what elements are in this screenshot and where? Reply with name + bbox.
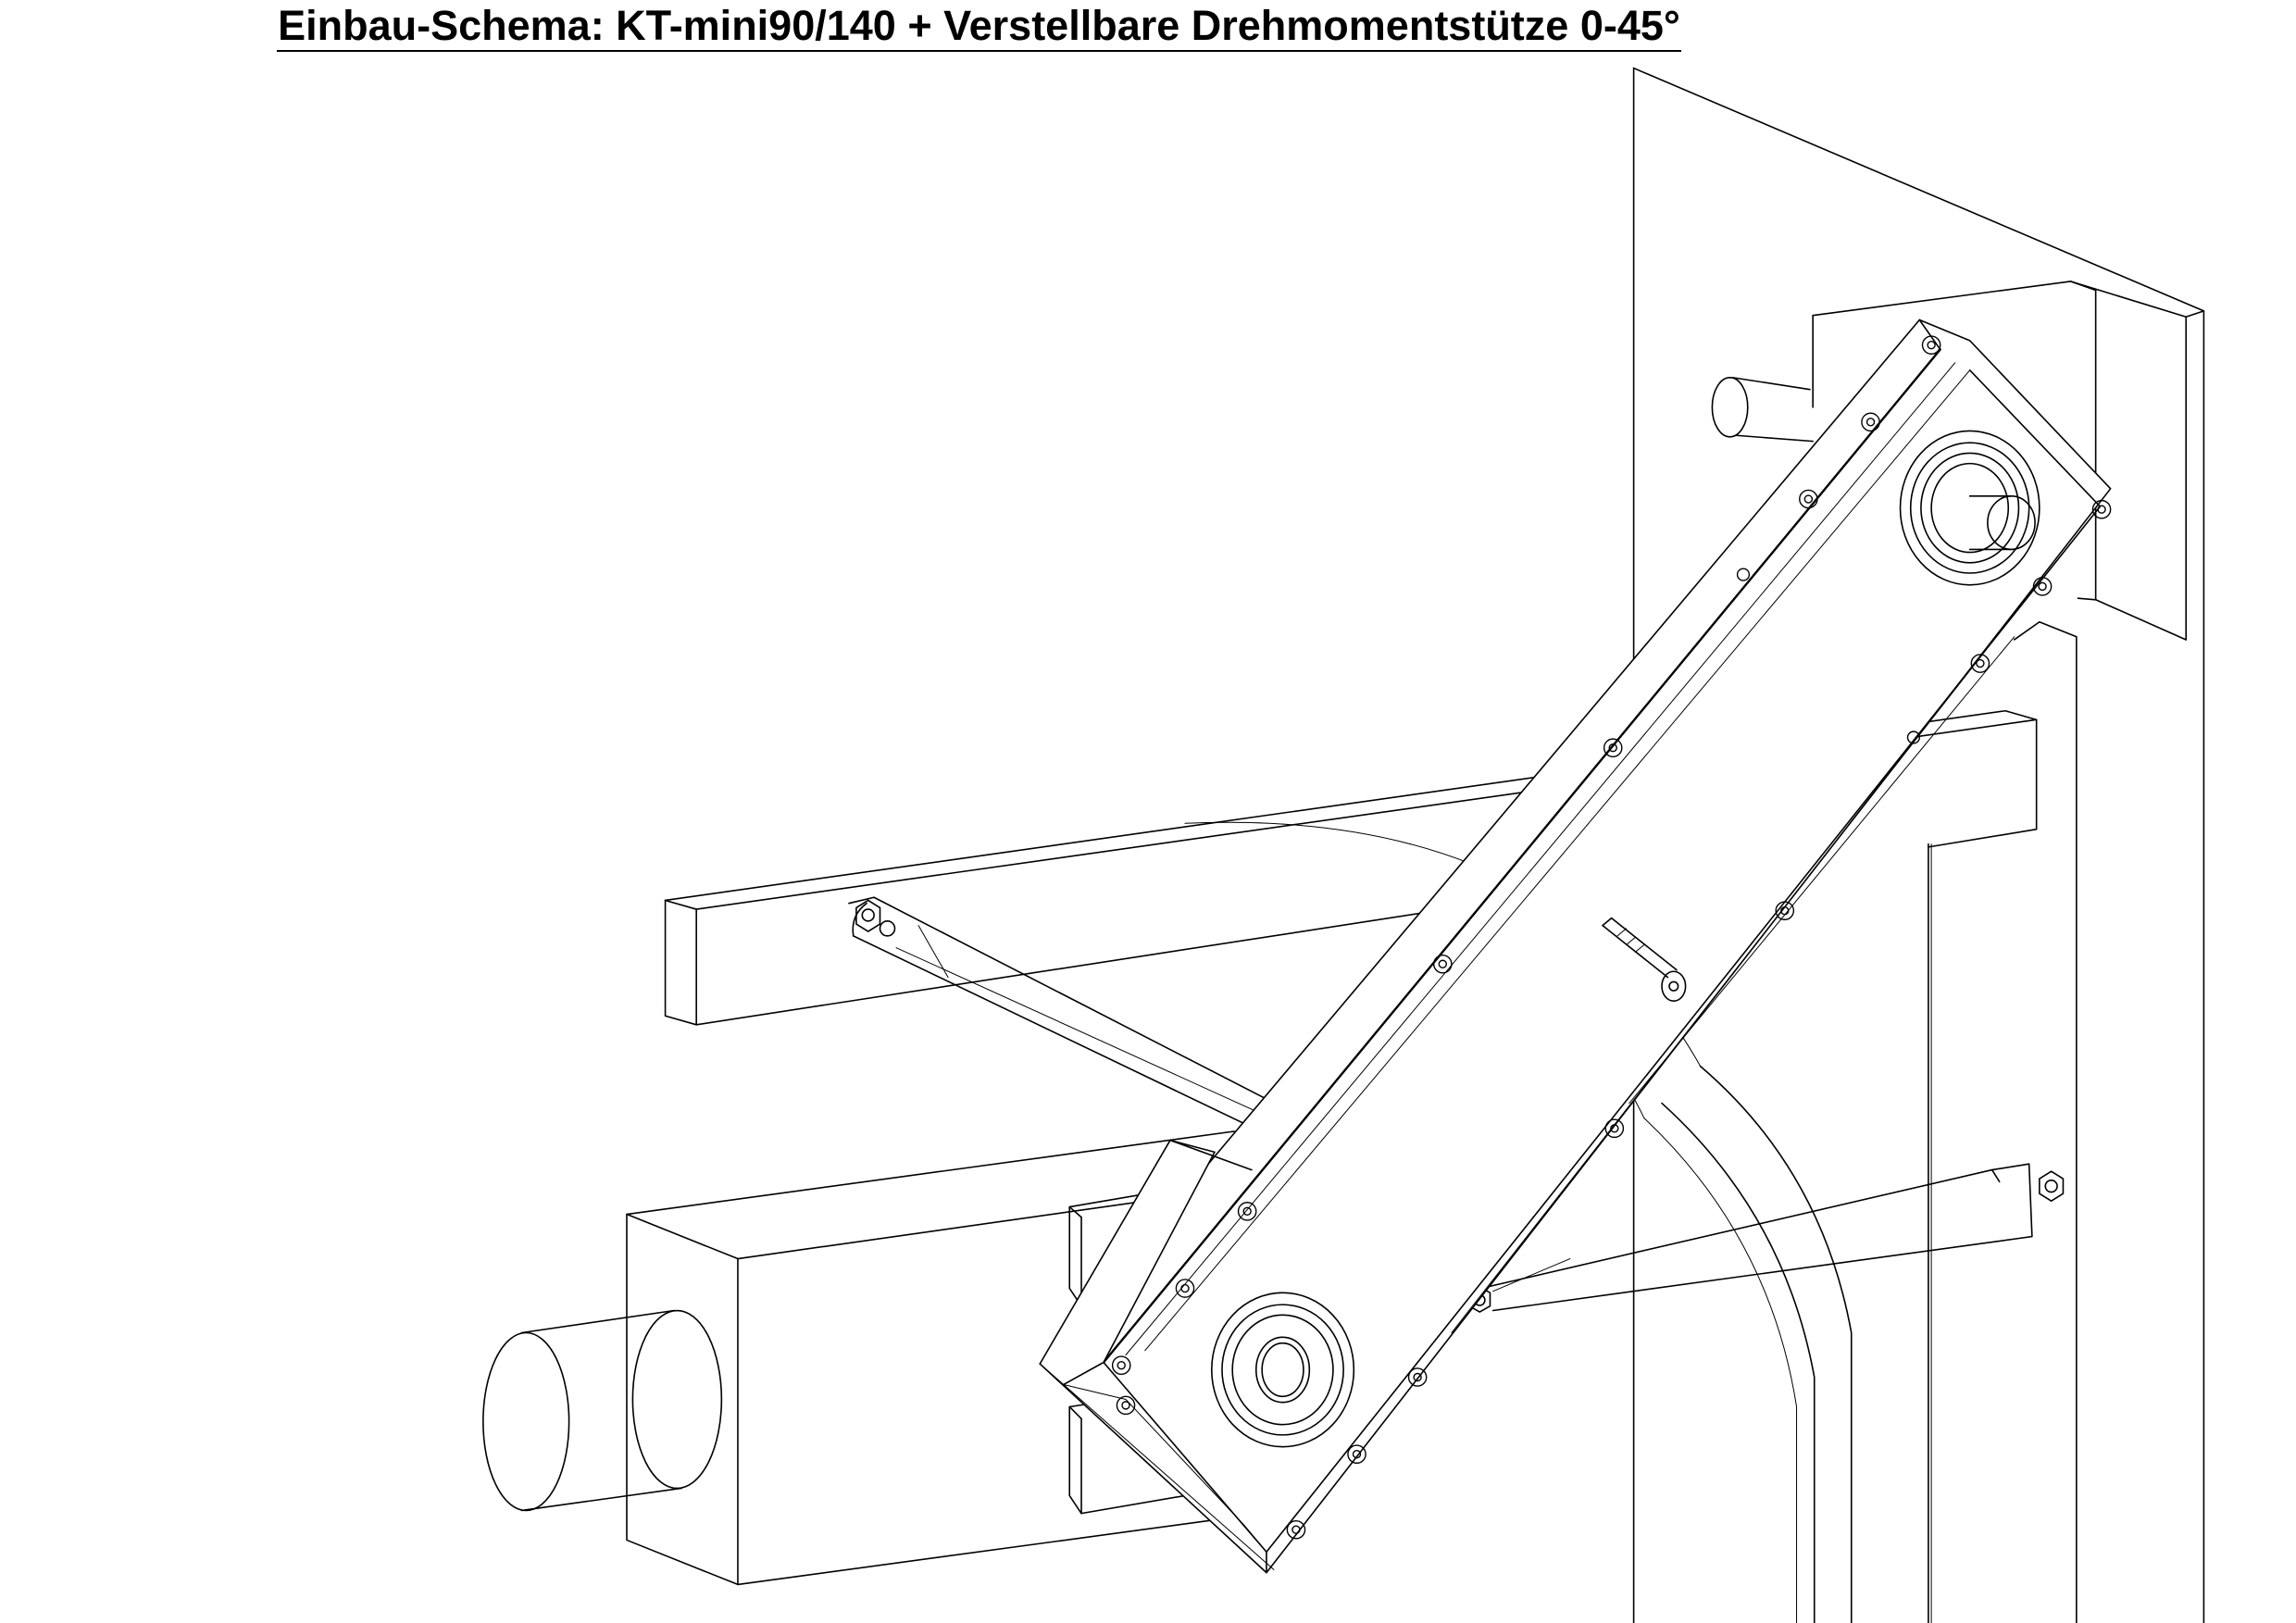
screw-icon — [1176, 1280, 1193, 1297]
screw-icon — [1239, 1203, 1256, 1220]
hex-bolt-icon — [2040, 1171, 2064, 1201]
drawing-title-text: Einbau-Schema: KT-mini90/140 + Verstellb… — [277, 2, 1681, 52]
screw-icon — [1604, 739, 1622, 756]
torque-arm-upper — [849, 897, 1321, 1151]
drawing-title: Einbau-Schema: KT-mini90/140 + Verstellb… — [0, 2, 1958, 52]
input-shaft — [1262, 1343, 1304, 1397]
screw-icon — [2033, 578, 2051, 595]
output-shaft — [1988, 496, 2035, 550]
screw-icon — [1971, 655, 1989, 672]
screw-icon — [1738, 568, 1750, 581]
screw-icon — [1908, 731, 1920, 743]
screw-icon — [1776, 902, 1793, 919]
screw-icon — [1923, 336, 1940, 354]
motor-shaft — [483, 1311, 722, 1511]
screw-icon — [1287, 1521, 1304, 1539]
upper-shaft — [1712, 378, 1813, 442]
screw-icon — [1605, 1119, 1623, 1137]
upper-bearing — [1901, 431, 2040, 584]
lower-bearing — [1212, 1292, 1354, 1446]
pin-hole-icon — [880, 921, 894, 936]
screw-icon — [1117, 1396, 1134, 1414]
screw-icon — [1862, 413, 1879, 431]
screw-icon — [1348, 1445, 1366, 1463]
tensioner-screw — [1603, 918, 1686, 1002]
housing-screws — [1113, 336, 1940, 1414]
screw-icon — [2092, 501, 2110, 518]
screw-icon — [1434, 955, 1452, 973]
housing-screws-right — [1287, 501, 2110, 1539]
screw-icon — [1800, 490, 1817, 507]
door-frame — [1185, 622, 2077, 1623]
screw-icon — [1113, 1356, 1130, 1374]
hex-bolt-icon — [856, 900, 880, 931]
gearbox-housing — [1040, 319, 2110, 1572]
screw-icon — [1409, 1368, 1427, 1386]
